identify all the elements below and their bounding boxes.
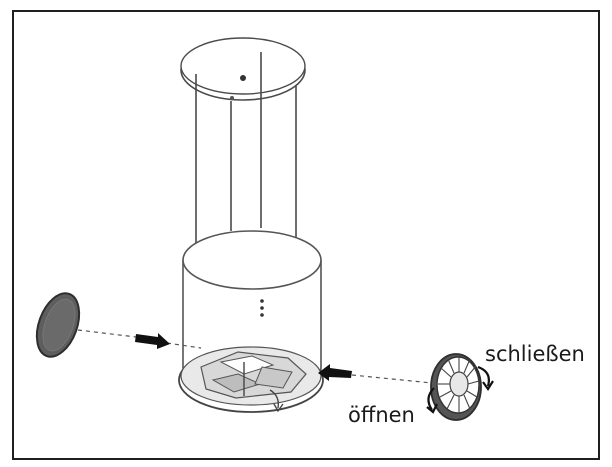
carbon-filter-cartridge — [430, 353, 482, 421]
insert-arrow-left — [135, 333, 170, 349]
assembly-guide-lines — [77, 329, 433, 384]
insert-arrow-right — [318, 364, 352, 381]
rotate-open-arrow — [426, 387, 438, 414]
rotate-close-arrow — [477, 365, 494, 391]
grease-filter-disc — [35, 292, 81, 358]
label-close: schließen — [485, 342, 585, 366]
diagram-frame — [12, 10, 600, 460]
ceiling-mount-plate — [180, 37, 306, 101]
hood-bottom-plate — [178, 346, 324, 413]
suspension-cables — [195, 52, 297, 245]
label-open: öffnen — [348, 403, 415, 427]
